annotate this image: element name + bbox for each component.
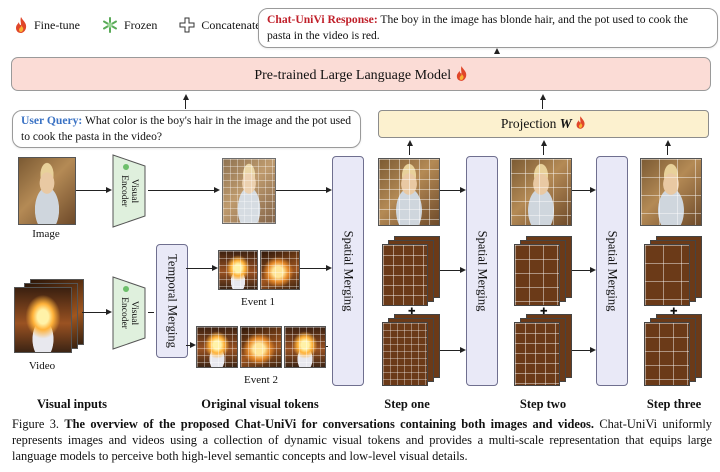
encoder-label-line1: Visual bbox=[129, 178, 139, 204]
legend-concatenate-label: Concatenate bbox=[201, 17, 261, 32]
legend: Fine-tune Frozen Concatenate bbox=[14, 14, 261, 36]
original-tokens-image bbox=[222, 158, 276, 224]
event2-frame-2 bbox=[240, 326, 282, 368]
video-label: Video bbox=[28, 360, 56, 372]
projection-symbol: W bbox=[559, 116, 572, 131]
plus-icon: ✚ bbox=[408, 306, 416, 316]
legend-frozen-label: Frozen bbox=[124, 17, 158, 32]
spatial-merging-block-2: Spatial Merging bbox=[466, 156, 498, 386]
encoder-label-line2: Encoder bbox=[119, 175, 129, 207]
llm-bar: Pre-trained Large Language Model bbox=[11, 57, 711, 91]
temporal-merging-block: Temporal Merging bbox=[156, 244, 188, 358]
arrow-projection-to-llm bbox=[540, 94, 546, 100]
spatial-merging-label-1: Spatial Merging bbox=[341, 230, 356, 312]
projection-label: Projection bbox=[500, 116, 557, 131]
response-label: Chat-UniVi Response: bbox=[267, 13, 378, 26]
caption-rest: Chat-UniVi uniformly represents images a… bbox=[12, 417, 712, 463]
encoder-label-line1: Visual bbox=[129, 300, 139, 326]
image-label: Image bbox=[32, 228, 60, 240]
input-image bbox=[18, 157, 76, 225]
step2-image-tokens bbox=[510, 158, 572, 226]
spatial-merging-label-3: Spatial Merging bbox=[605, 230, 620, 312]
spatial-merging-block-1: Spatial Merging bbox=[332, 156, 364, 386]
arrow-step1-to-projection bbox=[407, 140, 413, 146]
event2-frame-3 bbox=[284, 326, 326, 368]
projection-box: Projection W bbox=[378, 110, 709, 138]
label-step-three: Step three bbox=[646, 397, 702, 411]
flame-icon bbox=[456, 66, 466, 81]
event2-frame-1 bbox=[196, 326, 238, 368]
query-text: What color is the boy's hair in the imag… bbox=[21, 114, 352, 143]
step1-event2-stack-front bbox=[382, 322, 428, 386]
spatial-merging-label-2: Spatial Merging bbox=[475, 230, 490, 312]
visual-encoder-video: Visual Encoder bbox=[112, 276, 146, 350]
arrow-llm-to-response bbox=[494, 48, 500, 54]
query-label: User Query: bbox=[21, 114, 83, 127]
arrow-query-to-llm bbox=[183, 94, 189, 100]
step3-event2-stack-front bbox=[644, 322, 690, 386]
temporal-merging-label: Temporal Merging bbox=[165, 254, 180, 348]
plus-icon: ✚ bbox=[670, 306, 678, 316]
caption-bold: The overview of the proposed Chat-UniVi … bbox=[64, 417, 594, 431]
label-visual-inputs: Visual inputs bbox=[36, 397, 108, 411]
caption-prefix: Figure 3. bbox=[12, 417, 59, 431]
arrow-step3-to-projection bbox=[665, 140, 671, 146]
label-step-two: Step two bbox=[519, 397, 567, 411]
step3-event1-stack-front bbox=[644, 244, 690, 306]
video-frame-front bbox=[14, 287, 72, 353]
snowflake-icon bbox=[103, 17, 117, 33]
label-original-tokens: Original visual tokens bbox=[201, 397, 319, 411]
step1-image-tokens bbox=[378, 158, 440, 226]
step2-event1-stack-front bbox=[514, 244, 560, 306]
plus-icon: ✚ bbox=[540, 306, 548, 316]
flame-icon bbox=[576, 116, 585, 129]
visual-encoder-image: Visual Encoder bbox=[112, 154, 146, 228]
arrow-step2-to-projection bbox=[541, 140, 547, 146]
response-box: Chat-UniVi Response: The boy in the imag… bbox=[258, 8, 718, 48]
step1-event1-stack-front bbox=[382, 244, 428, 306]
event1-frame-2 bbox=[260, 250, 300, 290]
event1-label: Event 1 bbox=[241, 296, 275, 308]
encoder-label-line2: Encoder bbox=[119, 297, 129, 329]
step2-event2-stack-front bbox=[514, 322, 560, 386]
flame-icon bbox=[16, 17, 27, 33]
event2-label: Event 2 bbox=[244, 374, 278, 386]
llm-label: Pre-trained Large Language Model bbox=[254, 68, 452, 83]
plus-icon bbox=[179, 17, 195, 33]
label-step-one: Step one bbox=[384, 397, 430, 411]
step3-image-tokens bbox=[640, 158, 702, 226]
response-text: The boy in the image has blonde hair, an… bbox=[267, 13, 689, 42]
legend-finetune-label: Fine-tune bbox=[34, 17, 80, 32]
spatial-merging-block-3: Spatial Merging bbox=[596, 156, 628, 386]
event1-frame-1 bbox=[218, 250, 258, 290]
user-query-box: User Query: What color is the boy's hair… bbox=[12, 110, 361, 148]
figure-caption: Figure 3. The overview of the proposed C… bbox=[12, 416, 712, 464]
